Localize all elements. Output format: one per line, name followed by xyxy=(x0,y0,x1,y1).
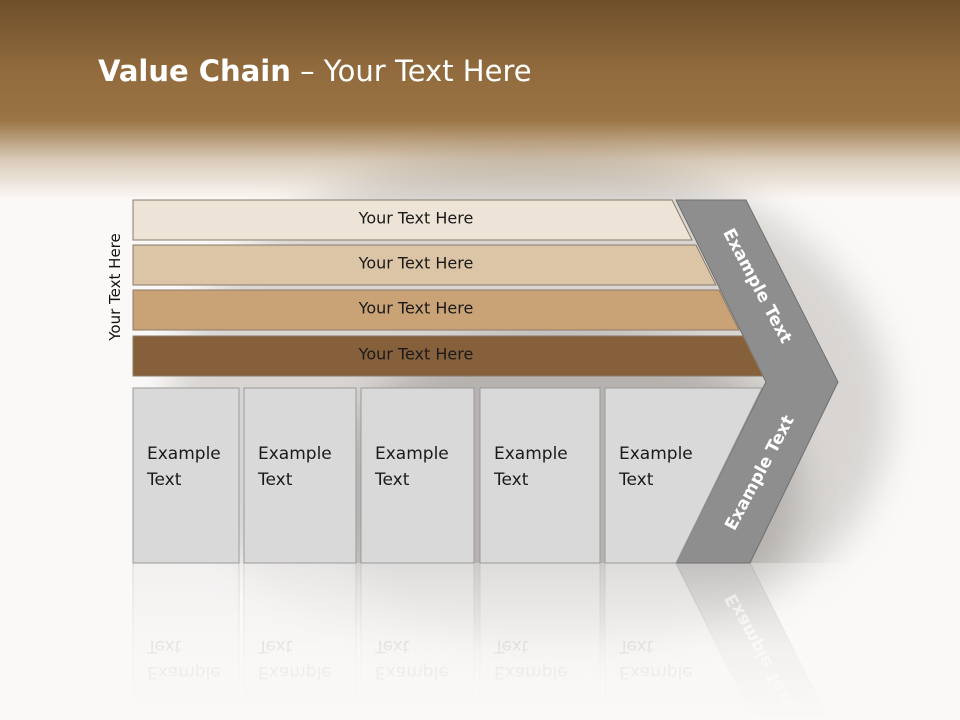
value-chain-box-1 xyxy=(132,387,240,564)
box-text-line1: Example xyxy=(147,444,221,464)
value-chain-box-4 xyxy=(479,387,601,564)
value-chain-bar-1 xyxy=(132,199,693,241)
box-text-line1: Example xyxy=(258,444,332,464)
value-chain-bar-3 xyxy=(132,289,740,331)
slide-title: Value Chain – Your Text Here xyxy=(98,54,532,88)
title-rest: – Your Text Here xyxy=(290,54,532,88)
header-band xyxy=(0,0,960,200)
bar-label: Your Text Here xyxy=(358,299,474,318)
value-chain-bar-4 xyxy=(132,335,764,377)
bar-label: Your Text Here xyxy=(358,209,474,228)
value-chain-bar-2 xyxy=(132,244,717,286)
box-text-line1: Example xyxy=(619,444,693,464)
box-text-line2: Text xyxy=(618,470,654,490)
box-text-line1: Example xyxy=(494,444,568,464)
bar-label: Your Text Here xyxy=(358,254,474,273)
box-text-line2: Text xyxy=(146,470,182,490)
box-text-line2: Text xyxy=(374,470,410,490)
value-chain-box-5 xyxy=(604,387,763,564)
reflection-fade xyxy=(120,563,860,720)
value-chain-box-2 xyxy=(243,387,357,564)
box-text-line2: Text xyxy=(257,470,293,490)
bar-label: Your Text Here xyxy=(358,345,474,364)
chevron-arrow xyxy=(675,199,839,564)
title-bold: Value Chain xyxy=(98,54,291,88)
value-chain-box-3 xyxy=(360,387,475,564)
box-text-line1: Example xyxy=(375,444,449,464)
box-text-line2: Text xyxy=(493,470,529,490)
